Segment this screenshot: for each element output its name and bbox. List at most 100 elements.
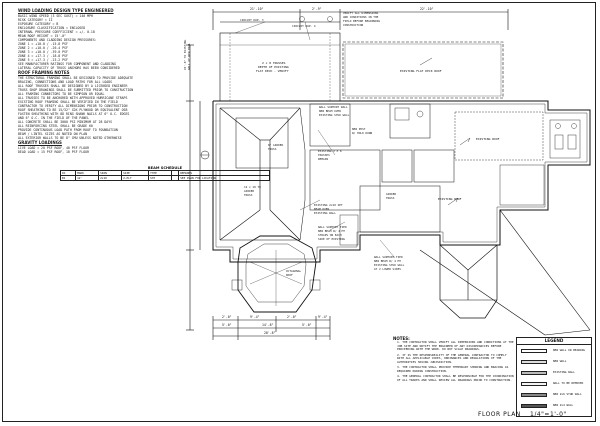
svg-text:NEW BEAM OVER: NEW BEAM OVER xyxy=(319,109,341,113)
bottom-dim-3: 2'-0" xyxy=(287,315,297,319)
legend-swatch xyxy=(521,404,547,408)
legend-label: NEW WALL OR BEARING xyxy=(553,348,585,352)
legend-label: NEW 2x4 WALL xyxy=(553,403,574,407)
bottom-total-dim: 28'-8" xyxy=(264,331,276,335)
beam-schedule-title: BEAM SCHEDULE xyxy=(147,166,183,170)
design-note-line: ZONE 2 = +10.0 / -26.4 PSF xyxy=(18,46,68,50)
svg-text:NEW POST: NEW POST xyxy=(352,127,366,131)
design-notes-heading-3: GRAVITY LOADINGS xyxy=(18,140,62,145)
svg-text:EXISTING STUD WALL: EXISTING STUD WALL xyxy=(374,263,405,267)
design-note-line: ALL REINFORCING STEEL SHALL BE GRADE 60 xyxy=(18,124,93,128)
design-note-line: COMPONENTS AND CLADDING DESIGN PRESSURES… xyxy=(18,38,97,42)
room-bath xyxy=(389,103,431,139)
design-note-line: MEAN ROOF HEIGHT = 15'-0" xyxy=(18,34,66,38)
design-notes: WIND LOADING DESIGN TYPE ENGINEERED BASI… xyxy=(18,8,188,176)
bottom-dim-4: 9'-4" xyxy=(318,315,328,319)
sheet-scale: 1/4"=1'-0" xyxy=(530,411,567,418)
svg-text:AND CONDITIONS IN THE: AND CONDITIONS IN THE xyxy=(343,15,379,19)
sheet-title: FLOOR PLAN xyxy=(478,411,521,418)
svg-text:GIRDER: GIRDER xyxy=(244,189,254,193)
design-note-line: ALL CONCRETE SHALL BE 3000 PSI MINIMUM A… xyxy=(18,120,113,124)
legend-title: LEGEND xyxy=(517,338,591,345)
bottom-dim-5: 5'-0" xyxy=(222,323,232,327)
legend-swatch xyxy=(521,371,547,375)
legend-row: NEW 2x6 STUD WALL xyxy=(519,391,591,400)
beam-note-1: EXISTING 2 X 6 TRUSSES REMAIN xyxy=(318,149,342,161)
svg-text:STRAPS ON EACH: STRAPS ON EACH xyxy=(318,233,342,237)
note-paragraph: 4. THE GENERAL CONTRACTOR SHALL BE RESPO… xyxy=(397,374,514,382)
svg-text:NEW BEAM W/ 4 MT: NEW BEAM W/ 4 MT xyxy=(374,259,401,263)
schedule-cell: SEE PLAN FOR LOCATION xyxy=(178,175,270,181)
svg-text:TRUSS: TRUSS xyxy=(386,196,395,200)
design-note-line: BEAM / LINTEL SIZES AS NOTED ON PLAN xyxy=(18,132,88,136)
design-note-line: ZONE 5 = +17.3 / -23.2 PSF xyxy=(18,58,68,62)
svg-text:ROOF: ROOF xyxy=(286,273,293,277)
design-notes-heading-2: ROOF FRAMING NOTES xyxy=(18,70,70,75)
svg-text:6" GIRDER: 6" GIRDER xyxy=(268,143,283,147)
design-note-line: ZONE 3 = +10.0 / -39.0 PSF xyxy=(18,50,68,54)
svg-text:CONSTRUCTION: CONSTRUCTION xyxy=(343,23,364,27)
legend-label: EXISTING WALL xyxy=(553,370,575,374)
design-note-line: CONTRACTOR TO VERIFY ALL DIMENSIONS PRIO… xyxy=(18,104,128,108)
design-note-line: ALL EXTERIOR WALLS TO BE 8" CMU UNLESS N… xyxy=(18,136,122,140)
svg-text:WALL SUPPORT TIED: WALL SUPPORT TIED xyxy=(374,255,403,259)
schedule-cell xyxy=(171,175,180,181)
wall-note-bottom: WALL SUPPORT TIED NEW BEAM W/ 4 MT STRAP… xyxy=(318,225,347,241)
legend-swatch xyxy=(521,349,547,353)
schedule-cell: B1 xyxy=(59,175,77,181)
general-notes: NOTES: 1. THE CONTRACTOR SHALL VERIFY AL… xyxy=(393,336,515,424)
label-girder-2: 12 x 10 TO GIRDER TRUSS xyxy=(244,185,261,197)
top-dim-1: 21'-10" xyxy=(250,7,264,11)
svg-text:TRUSSES: TRUSSES xyxy=(318,153,330,157)
beam-note-2: EXISTING 2x10 SET BEAM OVER EXISTING WAL… xyxy=(314,203,343,215)
label-existing-flat-deck: EXISTING FLAT DECK ROOF xyxy=(400,69,442,73)
design-note-line: BRACING, CONNECTIONS AND LOAD PATHS FOR … xyxy=(18,80,113,84)
notes-list: 1. THE CONTRACTOR SHALL VERIFY ALL DIMEN… xyxy=(393,340,515,382)
main-hip-roof xyxy=(219,107,306,241)
label-new-flat-deck: 2 x 8 TRUSSES DEPTH OF EXISTING FLAT DEC… xyxy=(256,61,289,73)
design-note-line: RISK CATEGORY = II xyxy=(18,18,53,22)
gazebo-label: OCTAGONAL ROOF xyxy=(286,269,301,277)
building-outline xyxy=(212,100,591,263)
svg-text:15'-6" TO EXISTING: 15'-6" TO EXISTING xyxy=(183,39,187,70)
design-note-line: ALL TRUSSES TO BE ANCHORED WITH APPROVED… xyxy=(18,96,128,100)
svg-text:WALL SUPPORT WALL: WALL SUPPORT WALL xyxy=(319,105,348,109)
svg-text:FIELD BEFORE BEGINNING: FIELD BEFORE BEGINNING xyxy=(343,19,380,23)
design-note-line: LATERAL CAPACITY OF TRUSS ANCHORS HAS BE… xyxy=(18,66,120,70)
svg-text:SIDE OF EXISTING: SIDE OF EXISTING xyxy=(318,237,345,241)
legend-label: WALL TO BE REMOVED xyxy=(553,381,584,385)
design-note-line: ZONE 1 = +10.0 / -15.8 PSF xyxy=(18,42,68,46)
new-post-note: NEW POST W/ HOLD DOWN xyxy=(352,127,373,135)
notes-title: NOTES: xyxy=(393,336,410,341)
design-note-line: ALL ROOF TRUSSES SHALL BE DESIGNED BY A … xyxy=(18,84,128,88)
svg-text:VERIFY ALL DIMENSIONS: VERIFY ALL DIMENSIONS xyxy=(343,11,379,15)
design-note-line: ENCLOSURE CLASSIFICATION = ENCLOSED xyxy=(18,26,86,30)
svg-text:EXISTING 2x10 SET: EXISTING 2x10 SET xyxy=(314,203,343,207)
legend-row: NEW WALL OR BEARING xyxy=(519,347,591,356)
wall-note-right: WALL SUPPORT TIED NEW BEAM W/ 4 MT EXIST… xyxy=(374,255,405,271)
bottom-dim-1: 2'-0" xyxy=(222,315,232,319)
design-note-line: ZONE 4 = +17.3 / -18.8 PSF xyxy=(18,54,68,58)
svg-text:DEPTH OF EXISTING: DEPTH OF EXISTING xyxy=(258,65,289,69)
svg-text:EXISTING WALL: EXISTING WALL xyxy=(314,211,336,215)
design-note-line: SEE MANUFACTURER RATINGS FOR COMPONENT A… xyxy=(18,62,116,66)
callout-c: CIRCUIT DUP. 3 xyxy=(240,18,264,22)
svg-text:W/ HOLD DOWN: W/ HOLD DOWN xyxy=(352,131,373,135)
legend-swatch xyxy=(521,382,547,386)
design-notes-heading-1: WIND LOADING DESIGN TYPE ENGINEERED xyxy=(18,8,114,13)
legend-row: WALL TO BE REMOVED xyxy=(519,380,591,389)
svg-text:WALL SUPPORT TIED: WALL SUPPORT TIED xyxy=(318,225,347,229)
legend-row: EXISTING WALL xyxy=(519,369,591,378)
svg-text:2 x 8 TRUSSES: 2 x 8 TRUSSES xyxy=(262,61,286,65)
design-note-line: AND 6" O.C. IN THE FIELD OF THE PANEL xyxy=(18,116,90,120)
legend-row: NEW 2x4 WALL xyxy=(519,402,591,411)
top-dim-3: 22'-10" xyxy=(420,7,434,11)
bottom-dim-6: 14'-8" xyxy=(262,323,274,327)
title-block: FLOOR PLAN 1/4"=1'-0" xyxy=(440,411,596,422)
svg-text:NEW BEAM W/ 4 MT: NEW BEAM W/ 4 MT xyxy=(318,229,345,233)
